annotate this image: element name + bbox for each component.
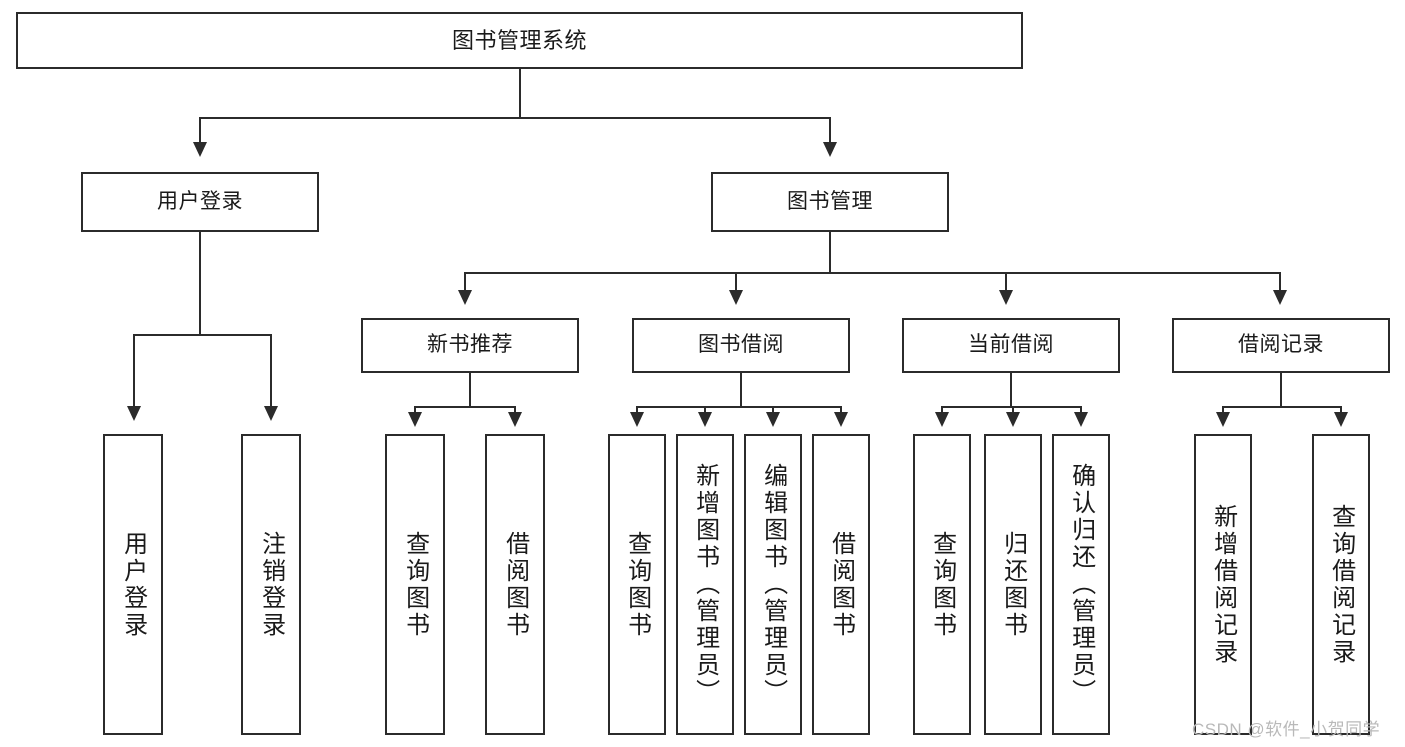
- csdn-watermark: CSDN @软件_小贺同学: [1192, 720, 1381, 739]
- node-root[interactable]: 图书管理系统: [16, 12, 1023, 69]
- connector-current-stem: [1010, 373, 1012, 407]
- node-book-management[interactable]: 图书管理: [711, 172, 949, 232]
- arrowhead-recommend-1: [408, 412, 422, 427]
- leaf-borrow-book-recommend[interactable]: 借阅图书: [485, 434, 545, 735]
- arrowhead-current-1: [935, 412, 949, 427]
- connector-record-bus: [1222, 406, 1341, 408]
- connector-root-stem: [519, 69, 521, 117]
- arrowhead-userlogin-1: [127, 406, 141, 421]
- node-label: 借阅图书: [501, 530, 529, 639]
- arrowhead-borrow-4: [834, 412, 848, 427]
- node-label: 查询图书: [401, 530, 429, 639]
- node-label: 用户登录: [119, 530, 147, 639]
- connector-bookmgmt-drop-1: [464, 272, 466, 292]
- connector-recommend-bus: [414, 406, 516, 408]
- arrowhead-current-2: [1006, 412, 1020, 427]
- node-label: 注销登录: [257, 530, 285, 639]
- connector-root-drop-1: [199, 117, 201, 145]
- node-label: 图书管理系统: [451, 27, 587, 53]
- arrowhead-borrow-2: [698, 412, 712, 427]
- arrowhead-userlogin-2: [264, 406, 278, 421]
- node-label: 新增借阅记录: [1209, 503, 1237, 666]
- leaf-confirm-return-admin[interactable]: 确认归还（管理员）: [1052, 434, 1110, 735]
- node-label: 用户登录: [157, 189, 243, 213]
- node-label: 图书管理: [787, 189, 873, 213]
- node-label: 当前借阅: [968, 333, 1054, 357]
- leaf-query-book-current[interactable]: 查询图书: [913, 434, 971, 735]
- arrowhead-bookmgmt-3: [999, 290, 1013, 305]
- connector-borrow-stem: [740, 373, 742, 407]
- arrowhead-bookmgmt-1: [458, 290, 472, 305]
- arrowhead-borrow-1: [630, 412, 644, 427]
- node-label: 查询借阅记录: [1327, 503, 1355, 666]
- leaf-edit-book-admin[interactable]: 编辑图书（管理员）: [744, 434, 802, 735]
- connector-bookmgmt-drop-3: [1005, 272, 1007, 292]
- leaf-add-book-admin[interactable]: 新增图书（管理员）: [676, 434, 734, 735]
- arrowhead-recommend-2: [508, 412, 522, 427]
- leaf-return-book[interactable]: 归还图书: [984, 434, 1042, 735]
- connector-bookmgmt-drop-2: [735, 272, 737, 292]
- node-user-login[interactable]: 用户登录: [81, 172, 319, 232]
- connector-userlogin-bus: [133, 334, 271, 336]
- connector-bookmgmt-drop-4: [1279, 272, 1281, 292]
- leaf-logout[interactable]: 注销登录: [241, 434, 301, 735]
- connector-borrow-bus: [636, 406, 841, 408]
- leaf-add-borrow-record[interactable]: 新增借阅记录: [1194, 434, 1252, 735]
- arrowhead-bookmgmt-2: [729, 290, 743, 305]
- arrowhead-root-1: [193, 142, 207, 157]
- node-label: 查询图书: [928, 530, 956, 639]
- node-label: 新增图书（管理员）: [691, 463, 719, 706]
- node-label: 借阅记录: [1238, 333, 1324, 357]
- node-label: 新书推荐: [427, 333, 513, 357]
- node-label: 借阅图书: [827, 530, 855, 639]
- arrowhead-bookmgmt-4: [1273, 290, 1287, 305]
- arrowhead-current-3: [1074, 412, 1088, 427]
- connector-recommend-stem: [469, 373, 471, 407]
- connector-userlogin-drop-2: [270, 334, 272, 409]
- node-borrow-record[interactable]: 借阅记录: [1172, 318, 1390, 373]
- connector-userlogin-drop-1: [133, 334, 135, 409]
- connector-root-drop-2: [829, 117, 831, 145]
- connector-current-bus: [941, 406, 1081, 408]
- node-label: 确认归还（管理员）: [1067, 463, 1095, 706]
- node-new-book-recommend[interactable]: 新书推荐: [361, 318, 579, 373]
- leaf-query-book[interactable]: 查询图书: [608, 434, 666, 735]
- node-current-borrow[interactable]: 当前借阅: [902, 318, 1120, 373]
- connector-bookmgmt-bus: [464, 272, 1281, 274]
- connector-root-bus: [199, 117, 831, 119]
- node-book-borrow[interactable]: 图书借阅: [632, 318, 850, 373]
- node-label: 归还图书: [999, 530, 1027, 639]
- connector-bookmgmt-stem: [829, 232, 831, 273]
- leaf-borrow-book[interactable]: 借阅图书: [812, 434, 870, 735]
- leaf-query-borrow-record[interactable]: 查询借阅记录: [1312, 434, 1370, 735]
- connector-record-stem: [1280, 373, 1282, 407]
- leaf-user-login[interactable]: 用户登录: [103, 434, 163, 735]
- arrowhead-root-2: [823, 142, 837, 157]
- leaf-query-book-recommend[interactable]: 查询图书: [385, 434, 445, 735]
- node-label: 图书借阅: [698, 333, 784, 357]
- arrowhead-record-1: [1216, 412, 1230, 427]
- node-label: 查询图书: [623, 530, 651, 639]
- connector-userlogin-stem: [199, 232, 201, 335]
- node-label: 编辑图书（管理员）: [759, 463, 787, 706]
- arrowhead-record-2: [1334, 412, 1348, 427]
- arrowhead-borrow-3: [766, 412, 780, 427]
